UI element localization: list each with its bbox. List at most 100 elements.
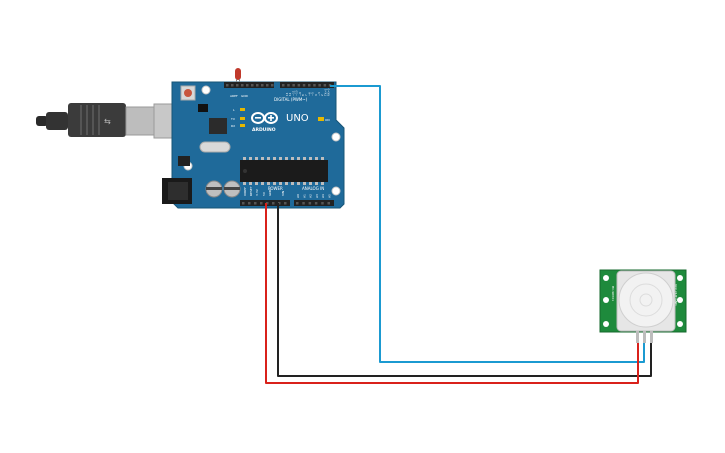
header-pin-hole[interactable] bbox=[296, 202, 299, 205]
header-pin-hole[interactable] bbox=[284, 202, 287, 205]
analog-pin-label: A4 bbox=[321, 194, 325, 198]
pin-reset-label: RESET bbox=[249, 186, 253, 196]
header-pin-hole[interactable] bbox=[314, 202, 318, 205]
analog-pin-label: A3 bbox=[315, 194, 319, 198]
led-on-label: ON bbox=[325, 118, 330, 122]
analog-pin-label: A1 bbox=[302, 194, 306, 198]
chip-pin bbox=[321, 182, 324, 185]
sensor-mount-hole bbox=[677, 321, 683, 327]
wire-signal[interactable] bbox=[330, 85, 645, 363]
chip-pin bbox=[309, 182, 312, 185]
header-pin-hole[interactable] bbox=[266, 202, 269, 205]
led-rx-label: RX bbox=[231, 124, 235, 128]
reset-button-cap[interactable] bbox=[184, 89, 192, 97]
pin-vin-label: VIN bbox=[281, 191, 285, 196]
chip-pin-row bbox=[243, 157, 324, 185]
digital-pin-label: 2 bbox=[320, 94, 324, 96]
chip-pin bbox=[243, 157, 246, 160]
chip-pin bbox=[303, 157, 306, 160]
capacitor-stripe bbox=[206, 187, 222, 190]
header-pin-hole[interactable] bbox=[292, 84, 295, 87]
digital-pin-label: TX→1 bbox=[323, 88, 327, 96]
crystal-oscillator bbox=[199, 141, 231, 153]
digital-pin-label: ~5 bbox=[311, 92, 315, 96]
chip-pin bbox=[273, 157, 276, 160]
usb-plug-body bbox=[68, 103, 126, 137]
header-pin-hole[interactable] bbox=[308, 84, 311, 87]
header-pin-hole[interactable] bbox=[278, 202, 281, 205]
sensor-mount-hole bbox=[603, 321, 609, 327]
fresnel-lens-dome bbox=[618, 272, 674, 328]
header-pin-hole[interactable] bbox=[246, 84, 249, 87]
led-l bbox=[240, 108, 245, 111]
power-jack-inner bbox=[168, 182, 188, 200]
fresnel-lens-center bbox=[639, 293, 653, 307]
digital-pin-label: 8 bbox=[301, 94, 305, 96]
led-on bbox=[318, 117, 324, 121]
header-pin-hole[interactable] bbox=[254, 202, 257, 205]
header-pin-hole[interactable] bbox=[256, 84, 259, 87]
header-pin-hole[interactable] bbox=[308, 202, 312, 205]
chip-pin bbox=[279, 157, 282, 160]
chip-pin bbox=[267, 157, 270, 160]
header-pin-hole[interactable] bbox=[321, 202, 324, 205]
header-pin-hole[interactable] bbox=[266, 84, 269, 87]
chip-pin bbox=[297, 157, 300, 160]
chip-pin bbox=[255, 157, 258, 160]
header-pin-hole[interactable] bbox=[226, 84, 229, 87]
header-pin-hole[interactable] bbox=[272, 202, 275, 205]
digital-pin-label: 12 bbox=[288, 92, 292, 96]
sensor-pin-out bbox=[643, 331, 646, 343]
digital-pin-label: ~3 bbox=[317, 92, 321, 96]
chip-pin bbox=[285, 182, 288, 185]
pin-3v3-label: 3.3V bbox=[255, 188, 259, 196]
power-label: POWER bbox=[268, 186, 283, 191]
chip-pin bbox=[261, 182, 264, 185]
usb-metal-shell bbox=[125, 106, 155, 136]
header-pin-hole[interactable] bbox=[242, 202, 245, 205]
header-pin-hole[interactable] bbox=[327, 202, 331, 205]
digital-pin-label: ~6 bbox=[307, 92, 311, 96]
header-pin-hole[interactable] bbox=[318, 84, 321, 87]
arduino-logo-icon bbox=[251, 112, 278, 124]
header-pin-hole[interactable] bbox=[323, 84, 327, 87]
digital-pin-label: RX←0 bbox=[327, 88, 331, 96]
digital-pin-label: ~10 bbox=[295, 90, 299, 96]
header-pin-hole[interactable] bbox=[313, 84, 316, 87]
header-pin-hole[interactable] bbox=[236, 84, 239, 87]
digital-pin-label: 7 bbox=[304, 94, 308, 96]
header-pin-hole[interactable] bbox=[231, 84, 234, 87]
digital-pin-label: ~11 bbox=[291, 90, 295, 96]
wire-vcc[interactable] bbox=[265, 203, 639, 384]
mount-hole bbox=[331, 186, 341, 196]
header-pin-hole[interactable] bbox=[297, 84, 301, 87]
header-pin-hole[interactable] bbox=[260, 202, 263, 205]
header-pin-hole[interactable] bbox=[282, 84, 285, 87]
sensor-label-right: VCC OUT GND bbox=[674, 284, 678, 306]
wire-gnd[interactable] bbox=[277, 203, 652, 377]
analog-header bbox=[294, 200, 334, 206]
header-pin-hole[interactable] bbox=[302, 202, 305, 205]
chip-pin bbox=[267, 182, 270, 185]
header-pin-hole[interactable] bbox=[241, 84, 244, 87]
chip-pin bbox=[321, 157, 324, 160]
voltage-regulator bbox=[178, 156, 190, 166]
sensor-mount-hole bbox=[677, 275, 683, 281]
digital-pin-label: ~9 bbox=[298, 92, 302, 96]
chip-pin bbox=[285, 157, 288, 160]
fresnel-lens-ring bbox=[629, 283, 663, 317]
chip-pin bbox=[243, 182, 246, 185]
analog-pin-label: A5 bbox=[328, 194, 332, 198]
header-pin-hole[interactable] bbox=[271, 84, 274, 87]
sensor-label-left: HC-SR501 bbox=[611, 286, 615, 301]
header-pin-hole[interactable] bbox=[302, 84, 306, 87]
header-pin-hole[interactable] bbox=[251, 84, 254, 87]
header-pin-hole[interactable] bbox=[261, 84, 264, 87]
led-l-label: L bbox=[233, 108, 235, 112]
header-pin-hole[interactable] bbox=[287, 84, 290, 87]
digital-pin-label: 13 bbox=[285, 92, 289, 96]
header-pin-hole[interactable] bbox=[248, 202, 251, 205]
usb-symbol-icon: ⇆ bbox=[104, 117, 111, 126]
sensor-mount-hole bbox=[603, 275, 609, 281]
